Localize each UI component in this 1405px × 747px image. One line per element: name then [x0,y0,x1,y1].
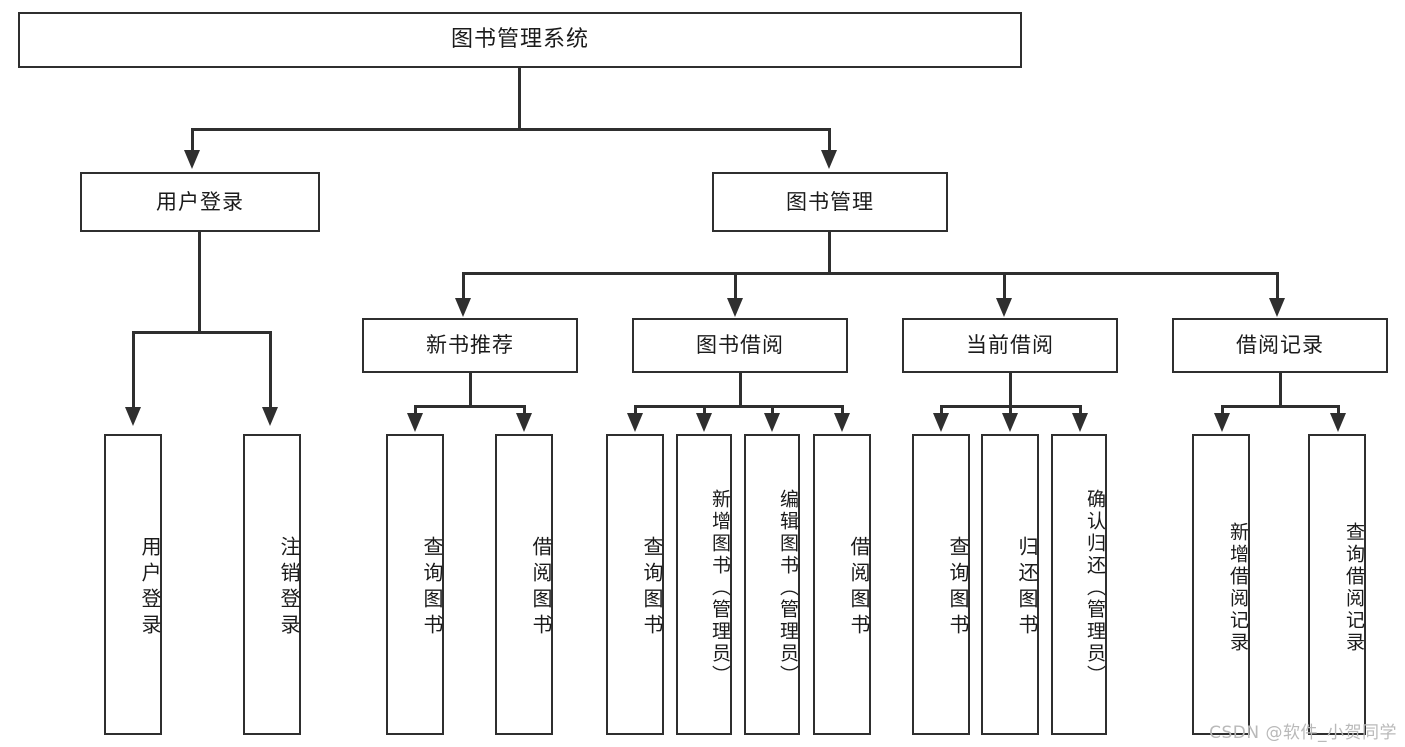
node-label: 借阅图书 [847,535,871,640]
node-book-management[interactable]: 图书管理 [712,172,948,232]
connector-new-book-stem [469,373,472,407]
connector-to-new-book [462,272,465,300]
connector-new-book-bus [414,405,526,408]
leaf-borrow-book-recommend[interactable]: 借阅图书 [495,434,553,735]
arrow-down-icon [996,298,1012,317]
leaf-return-book[interactable]: 归还图书 [981,434,1039,735]
leaf-confirm-return-admin[interactable]: 确认归还（管理员） [1051,434,1107,735]
connector-book-mgmt-bus [462,272,1278,275]
arrow-down-icon [727,298,743,317]
connector-to-book-borrow [734,272,737,300]
connector-to-leaf [771,405,774,415]
node-root-book-management-system[interactable]: 图书管理系统 [18,12,1022,68]
connector-to-leaf [1337,405,1340,415]
connector-to-leaf [132,331,135,409]
node-label: 新增借阅记录 [1227,521,1249,654]
leaf-query-book-current[interactable]: 查询图书 [912,434,970,735]
connector-user-login-stem [198,232,201,333]
connector-to-leaf [1009,405,1012,415]
arrow-down-icon [1269,298,1285,317]
leaf-query-book-recommend[interactable]: 查询图书 [386,434,444,735]
node-label: 图书借阅 [696,333,784,358]
arrow-down-icon [1002,413,1018,432]
arrow-down-icon [1214,413,1230,432]
node-label: 查询图书 [420,535,444,640]
connector-root-to-book-mgmt [828,128,831,152]
connector-book-mgmt-stem [828,232,831,274]
arrow-down-icon [184,150,200,169]
leaf-query-borrow-record[interactable]: 查询借阅记录 [1308,434,1366,735]
arrow-down-icon [1072,413,1088,432]
node-label: 确认归还（管理员） [1084,488,1106,687]
node-label: 查询图书 [640,535,664,640]
node-label: 用户登录 [156,189,244,214]
node-label: 借阅记录 [1236,333,1324,358]
leaf-borrow-book[interactable]: 借阅图书 [813,434,871,735]
node-label: 新增图书（管理员） [709,488,731,687]
arrow-down-icon [834,413,850,432]
node-label: 归还图书 [1015,535,1039,640]
leaf-add-borrow-record[interactable]: 新增借阅记录 [1192,434,1250,735]
connector-to-borrow-record [1276,272,1279,300]
connector-to-leaf [634,405,637,415]
connector-to-leaf [940,405,943,415]
node-label: 借阅图书 [529,535,553,640]
connector-current-borrow-stem [1009,373,1012,407]
connector-to-current-borrow [1003,272,1006,300]
csdn-watermark: CSDN @软件_小贺同学 [1209,723,1397,743]
leaf-logout[interactable]: 注销登录 [243,434,301,735]
connector-to-leaf [523,405,526,415]
connector-to-leaf [703,405,706,415]
arrow-down-icon [455,298,471,317]
node-label: 用户登录 [138,535,162,640]
arrow-down-icon [821,150,837,169]
arrow-down-icon [1330,413,1346,432]
node-label: 图书管理系统 [450,27,589,53]
arrow-down-icon [125,407,141,426]
node-label: 新书推荐 [426,333,514,358]
leaf-query-book-borrow[interactable]: 查询图书 [606,434,664,735]
connector-root-stem [518,68,521,130]
node-current-borrow[interactable]: 当前借阅 [902,318,1118,373]
arrow-down-icon [407,413,423,432]
arrow-down-icon [696,413,712,432]
node-label: 编辑图书（管理员） [777,488,799,687]
arrow-down-icon [627,413,643,432]
node-label: 图书管理 [786,189,874,214]
arrow-down-icon [933,413,949,432]
connector-user-login-bus [132,331,272,334]
connector-borrow-record-bus [1221,405,1340,408]
leaf-user-login[interactable]: 用户登录 [104,434,162,735]
connector-to-leaf [841,405,844,415]
connector-root-to-user-login [191,128,194,152]
node-user-login[interactable]: 用户登录 [80,172,320,232]
arrow-down-icon [262,407,278,426]
connector-borrow-record-stem [1279,373,1282,407]
arrow-down-icon [764,413,780,432]
arrow-down-icon [516,413,532,432]
node-label: 注销登录 [277,535,301,640]
connector-to-leaf [269,331,272,409]
connector-to-leaf [1221,405,1224,415]
node-new-book-recommend[interactable]: 新书推荐 [362,318,578,373]
node-label: 当前借阅 [966,333,1054,358]
connector-book-borrow-bus [634,405,844,408]
node-label: 查询借阅记录 [1343,521,1365,654]
leaf-add-book-admin[interactable]: 新增图书（管理员） [676,434,732,735]
leaf-edit-book-admin[interactable]: 编辑图书（管理员） [744,434,800,735]
node-label: 查询图书 [946,535,970,640]
connector-book-borrow-stem [739,373,742,407]
connector-root-bus [191,128,831,131]
node-book-borrow[interactable]: 图书借阅 [632,318,848,373]
node-borrow-record[interactable]: 借阅记录 [1172,318,1388,373]
connector-to-leaf [1079,405,1082,415]
connector-to-leaf [414,405,417,415]
